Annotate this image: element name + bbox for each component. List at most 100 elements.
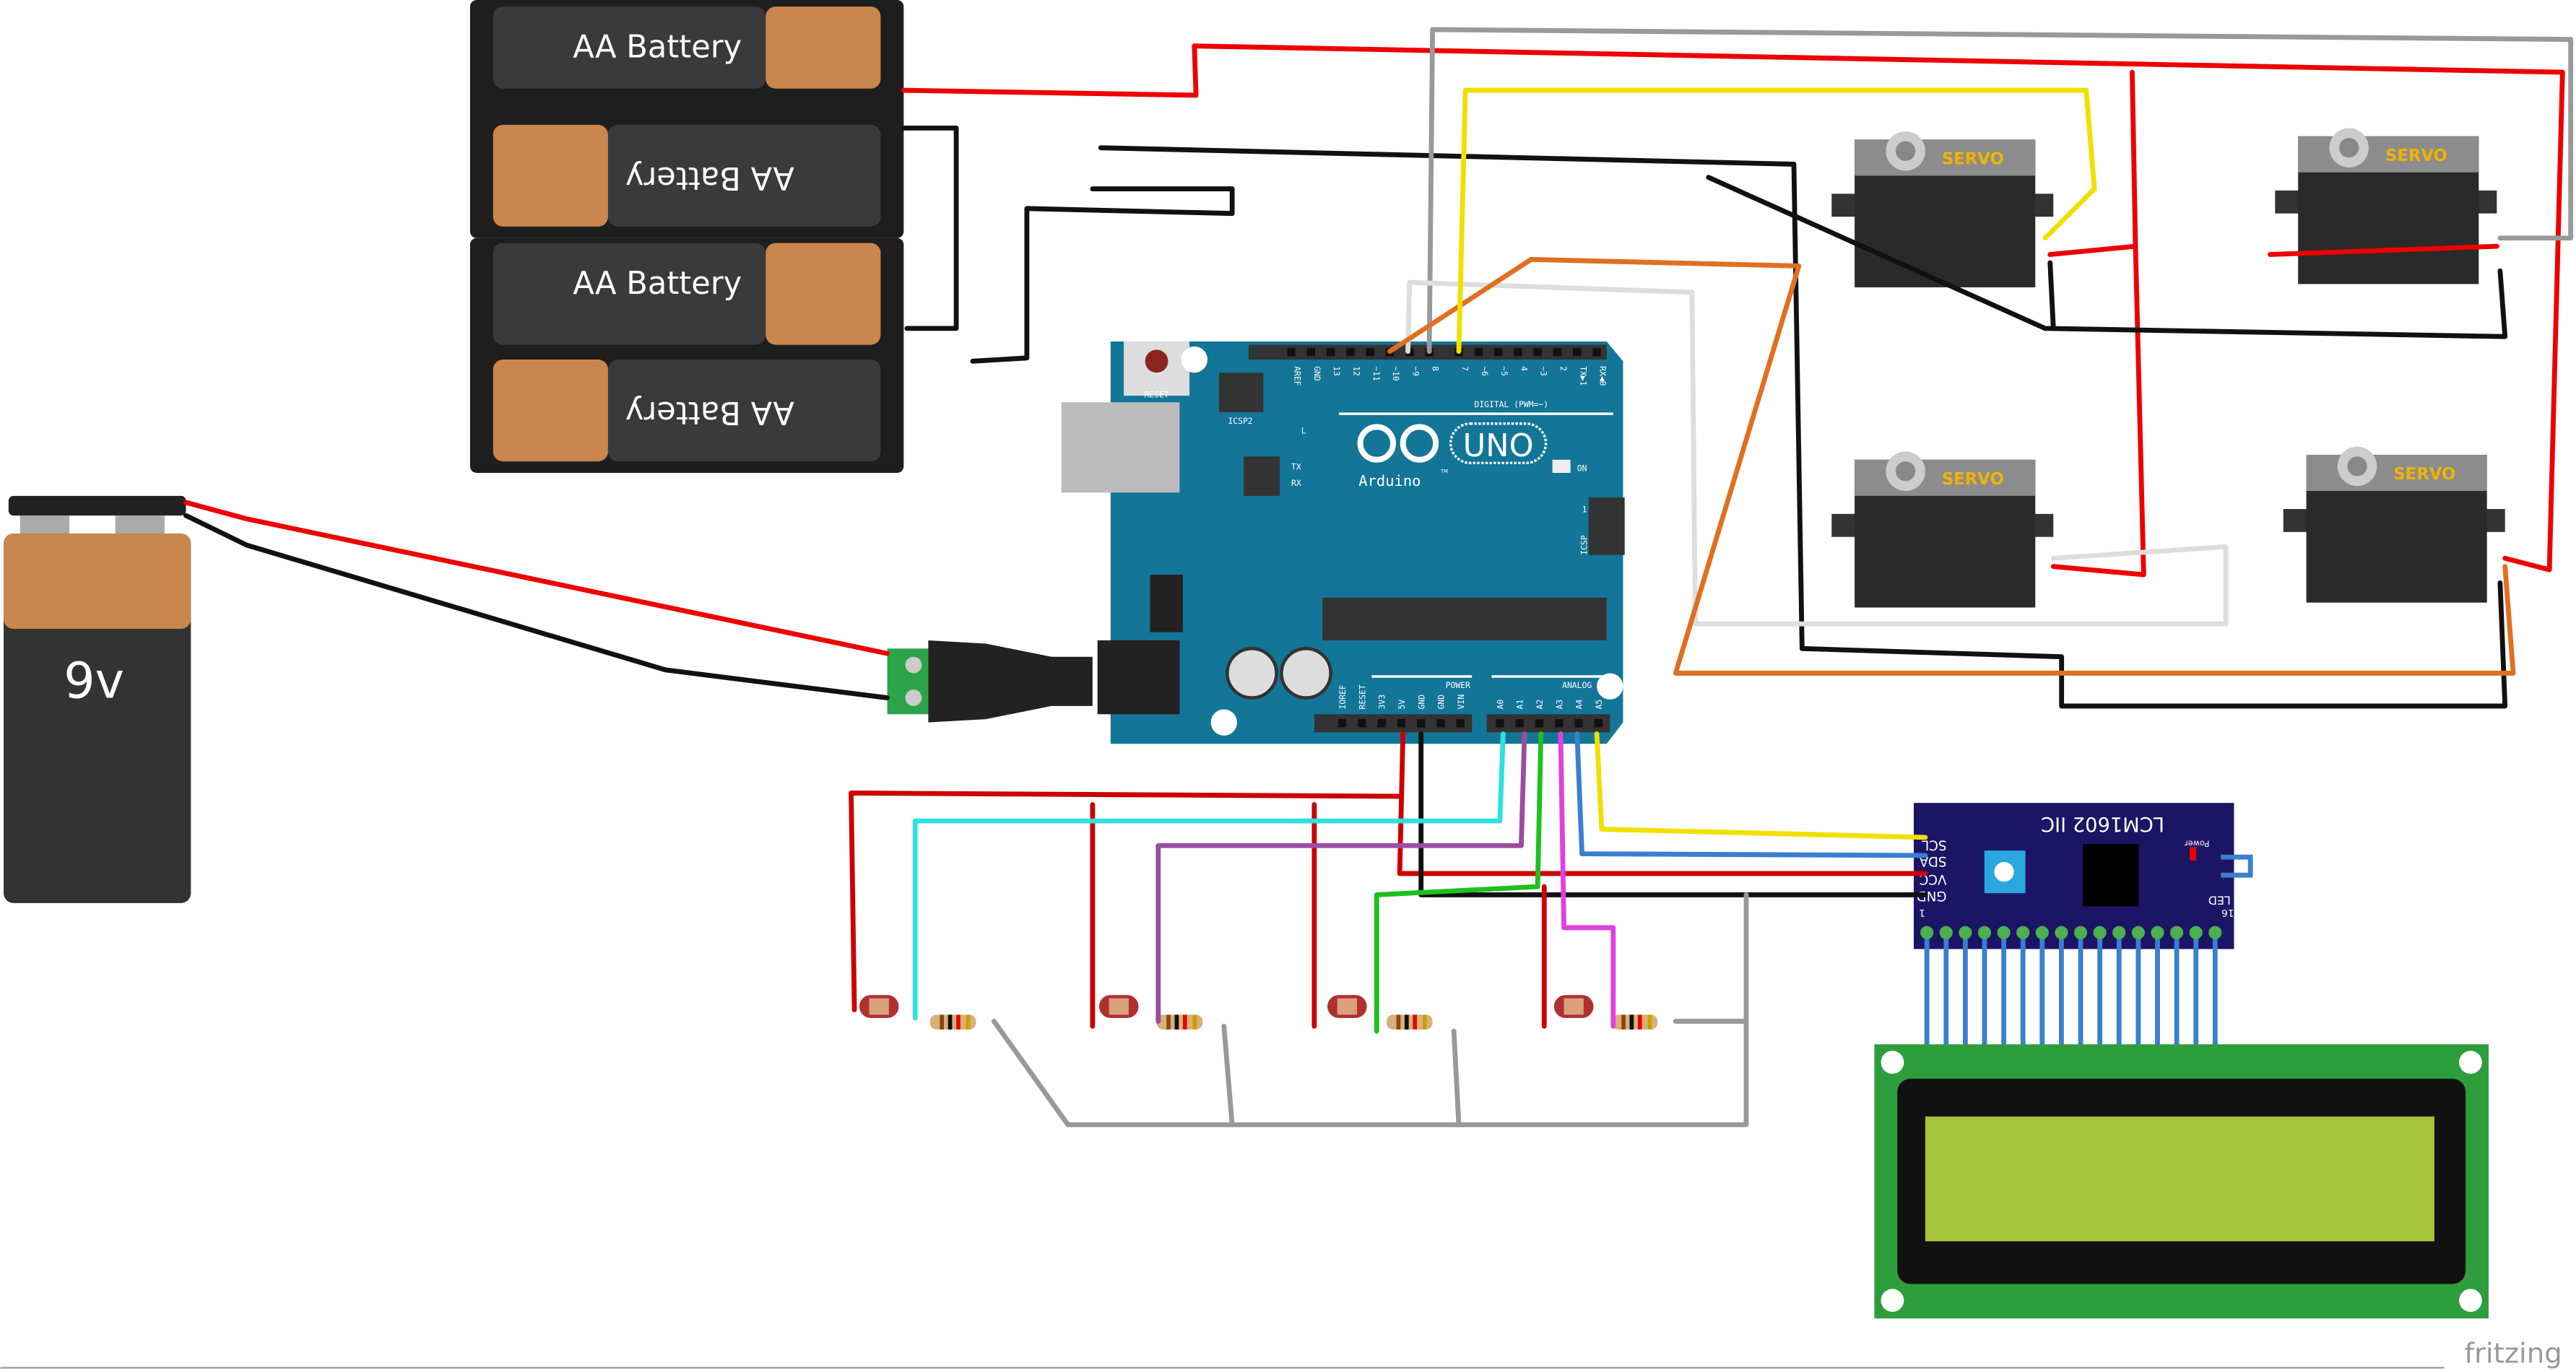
lcd-pin xyxy=(2055,926,2068,939)
wire-black-gnd xyxy=(1418,731,1928,897)
uno-logo-text: UNO xyxy=(1463,428,1534,464)
power-pin-label: 5V xyxy=(1397,700,1407,710)
led-jumper xyxy=(2221,854,2253,878)
aa-battery-label: AA Battery xyxy=(625,394,794,430)
usb-port xyxy=(1061,402,1180,493)
nine-volt-label: 9v xyxy=(64,653,124,710)
analog-pin-label: A1 xyxy=(1515,700,1525,710)
fritzing-logo: fritzing xyxy=(2464,1338,2562,1370)
lcd-screen xyxy=(1925,1116,2434,1242)
servo-motor: SERVO xyxy=(2275,128,2497,284)
servo-motor: SERVO xyxy=(1831,131,2054,287)
wire-red xyxy=(2268,243,2499,257)
icsp-pin1-label: 1 xyxy=(1582,505,1587,515)
aa-battery-pack-2: AA Battery AA Battery xyxy=(469,238,904,473)
digital-pin-label: GND xyxy=(1312,366,1322,381)
icsp2-label: ICSP2 xyxy=(1228,416,1252,426)
servo-label: SERVO xyxy=(1942,470,2004,489)
wire-black-9v xyxy=(183,513,890,700)
led-on-label: ON xyxy=(1577,463,1587,474)
photoresistor xyxy=(859,995,899,1019)
lcd-pin xyxy=(2170,926,2184,939)
wire-red xyxy=(2050,243,2146,578)
icsp-label: ICSP xyxy=(1579,535,1589,555)
digital-pin-label: ~3 xyxy=(1539,366,1549,376)
power-pin-label: RESET xyxy=(1357,684,1367,709)
analog-pin-label: A2 xyxy=(1535,700,1545,710)
aa-battery-label: AA Battery xyxy=(573,30,742,66)
pin-label-scl: SCL xyxy=(1921,837,1946,852)
wire-red-battery xyxy=(901,43,2565,573)
lcd-pin xyxy=(2093,926,2107,939)
lcd-16x2-display xyxy=(1874,1044,2489,1319)
digital-pin-label: ~9 xyxy=(1410,366,1421,376)
led-l-label: L xyxy=(1301,425,1306,435)
dc-jack-adapter xyxy=(887,640,1093,723)
power-pin-label: GND xyxy=(1436,695,1447,710)
lcd-pin xyxy=(2208,926,2222,939)
wire-white-servo xyxy=(1405,279,2229,627)
wire-purple-a1 xyxy=(1155,731,1527,1024)
digital-pin-label: ~10 xyxy=(1391,366,1401,381)
lcd-module-title: LCM1602 IIC xyxy=(2041,813,2164,835)
wire-gray-ground xyxy=(1221,1023,1235,1128)
servo-label: SERVO xyxy=(2385,147,2447,165)
lcd-i2c-module: LCM1602 IIC SCL SDA VCC GND Power LED 1 … xyxy=(1913,803,2253,1059)
wire-black xyxy=(970,186,1235,364)
digital-pin-label: AREF xyxy=(1293,366,1303,386)
digital-pin-label: RX◀0 xyxy=(1598,366,1608,386)
servo-motor: SERVO xyxy=(1831,451,2054,608)
digital-pin-label: ~5 xyxy=(1499,366,1509,376)
aa-battery: AA Battery xyxy=(493,124,881,227)
wire-gray-servo xyxy=(1426,27,2574,354)
digital-pin-label: ~11 xyxy=(1371,366,1382,381)
wire-blue-sda xyxy=(1574,731,1928,858)
analog-pin-label: A4 xyxy=(1574,700,1584,710)
digital-pin-label: ~6 xyxy=(1480,366,1490,376)
lcd-pin xyxy=(2131,926,2145,939)
analog-in-label: ANALOG IN xyxy=(1562,680,1607,690)
servo-motor: SERVO xyxy=(2283,446,2505,603)
digital-pin-label: 12 xyxy=(1351,366,1361,376)
wire-green-a2 xyxy=(1374,731,1544,1034)
aa-battery: AA Battery xyxy=(493,360,881,462)
resistor xyxy=(929,1014,976,1030)
digital-header-2 xyxy=(1450,344,1607,360)
lcd-pin xyxy=(1959,926,1972,939)
atmega-chip xyxy=(1322,597,1607,640)
servo-label: SERVO xyxy=(2393,465,2455,484)
power-pin-label: GND xyxy=(1416,695,1426,710)
led-tx-label: TX xyxy=(1291,461,1301,471)
wire-cyan-a0 xyxy=(912,731,1506,1021)
digital-pin-label: 8 xyxy=(1431,366,1441,371)
wires xyxy=(183,27,2574,1128)
power-header xyxy=(1314,714,1473,733)
wire-orange-servo xyxy=(1387,256,2516,676)
wire-black-ground xyxy=(1098,145,2508,709)
wire-magenta-a3 xyxy=(1558,731,1616,1029)
digital-pin-label: 13 xyxy=(1332,366,1342,376)
analog-pin-label: A5 xyxy=(1594,700,1604,710)
lcd-pin xyxy=(2035,926,2049,939)
led-jumper-label: LED xyxy=(2208,894,2231,908)
lcd-pin xyxy=(1939,926,1953,939)
power-led-label: Power xyxy=(2185,838,2210,848)
power-jack xyxy=(1097,640,1180,715)
photoresistor xyxy=(1098,995,1139,1019)
pin-label-gnd: GND xyxy=(1917,888,1947,903)
digital-pin-label: 2 xyxy=(1558,366,1569,371)
digital-pin-label: TX▶1 xyxy=(1578,366,1588,386)
lcd-pin xyxy=(1920,926,1934,939)
wire-black-series xyxy=(901,125,959,331)
wire-black-ground xyxy=(1706,175,2508,339)
analog-pin-label: A0 xyxy=(1495,700,1505,710)
lcd-pin xyxy=(1977,926,1992,939)
servo-label: SERVO xyxy=(1942,149,2004,168)
aa-battery: AA Battery xyxy=(493,6,881,89)
power-pin-label: VIN xyxy=(1456,695,1466,710)
digital-pin-label: 7 xyxy=(1460,366,1470,371)
wire-yellow-servo xyxy=(1456,87,2097,354)
lcd-pin xyxy=(2073,926,2088,939)
